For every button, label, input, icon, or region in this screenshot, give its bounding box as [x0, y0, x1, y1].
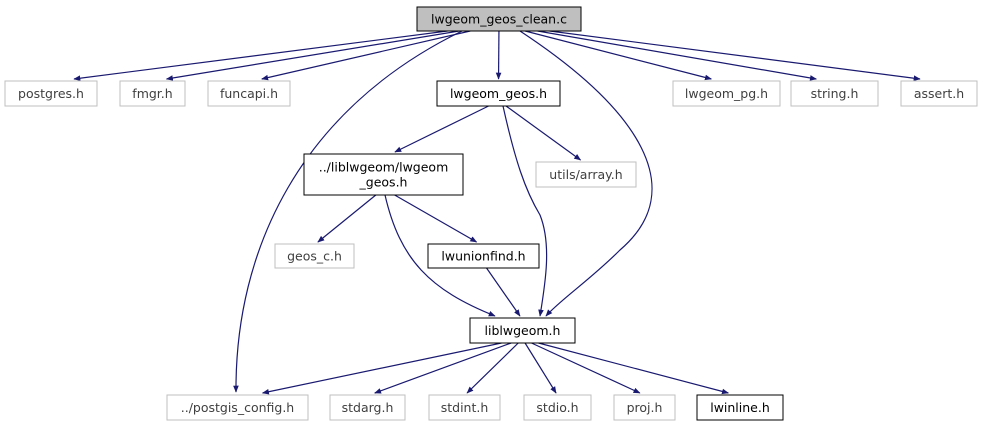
node-box-lwinline [696, 394, 784, 421]
node-box-string [790, 80, 879, 107]
node-box-proj [613, 394, 676, 421]
edge-liblwgeom-to-proj [531, 342, 641, 394]
node-lwgeom_pg: lwgeom_pg.h [672, 80, 781, 107]
edge-root-to-string [537, 30, 817, 81]
node-label-postgis_config: ../postgis_config.h [181, 400, 294, 415]
node-box-lwunionfind [427, 243, 540, 269]
edge-liblwgeom_geos-to-liblwgeom [384, 194, 496, 317]
edge-liblwgeom_geos-to-geos_c [317, 194, 377, 243]
node-lwinline[interactable]: lwinline.h [696, 394, 784, 421]
node-box-utils_array [535, 161, 637, 188]
edge-root-to-fmgr [165, 30, 460, 81]
node-label-root: lwgeom_geos_clean.c [431, 12, 567, 27]
node-box-lwgeom_pg [672, 80, 781, 107]
node-liblwgeom_geos[interactable]: ../liblwgeom/lwgeom_geos.h [303, 153, 464, 196]
edge-root-to-funcapi [261, 30, 471, 81]
node-string: string.h [790, 80, 879, 107]
node-lwunionfind[interactable]: lwunionfind.h [427, 243, 540, 269]
node-label-postgres: postgres.h [18, 86, 84, 101]
node-label-assert: assert.h [914, 86, 964, 101]
edge-liblwgeom-to-postgis_config [261, 342, 502, 395]
node-label-lwgeom_pg: lwgeom_pg.h [685, 86, 768, 101]
node-box-assert [900, 80, 978, 107]
node-box-stdarg [329, 394, 406, 421]
edge-liblwgeom_geos-to-lwunionfind [394, 194, 478, 243]
edge-liblwgeom-to-stdarg [374, 342, 512, 394]
node-label-liblwgeom_geos-line2: _geos.h [359, 175, 408, 190]
node-label-lwgeom_geos: lwgeom_geos.h [450, 86, 547, 101]
dependency-edges [73, 30, 921, 395]
edge-liblwgeom-to-stdint [466, 342, 519, 394]
edge-liblwgeom-to-lwinline [538, 342, 729, 395]
node-liblwgeom[interactable]: liblwgeom.h [469, 317, 576, 344]
node-label-liblwgeom: liblwgeom.h [485, 323, 561, 338]
node-fmgr: fmgr.h [119, 80, 186, 107]
node-assert: assert.h [900, 80, 978, 107]
node-box-liblwgeom_geos [303, 153, 464, 196]
node-label-utils_array: utils/array.h [549, 167, 622, 182]
node-box-stdio [523, 394, 592, 421]
edge-root-to-assert [549, 30, 921, 81]
node-utils_array: utils/array.h [535, 161, 637, 188]
node-lwgeom_geos[interactable]: lwgeom_geos.h [436, 80, 561, 107]
node-box-fmgr [119, 80, 186, 107]
node-box-root [416, 6, 582, 32]
edge-root-to-postgres [73, 30, 448, 81]
node-box-postgres [4, 80, 98, 107]
file-nodes: lwgeom_geos_clean.c postgres.h fmgr.h funca… [4, 6, 978, 421]
node-label-stdint: stdint.h [441, 400, 489, 415]
node-funcapi: funcapi.h [207, 80, 291, 107]
node-label-lwinline: lwinline.h [710, 400, 770, 415]
node-postgres: postgres.h [4, 80, 98, 107]
node-label-lwunionfind: lwunionfind.h [441, 249, 525, 264]
edge-root-to-lwgeom_pg [524, 30, 712, 81]
edge-lwgeom_geos-to-liblwgeom_geos [394, 105, 489, 153]
node-box-stdint [428, 394, 501, 421]
node-label-string: string.h [811, 86, 859, 101]
edge-root-to-liblwgeom [519, 30, 653, 317]
node-stdint: stdint.h [428, 394, 501, 421]
node-geos_c: geos_c.h [274, 243, 355, 269]
node-label-funcapi: funcapi.h [220, 86, 278, 101]
edge-root-to-postgis_config [233, 30, 463, 393]
edge-lwunionfind-to-liblwgeom [486, 267, 521, 317]
node-postgis_config: ../postgis_config.h [166, 394, 309, 421]
node-box-funcapi [207, 80, 291, 107]
node-label-stdio: stdio.h [536, 400, 578, 415]
node-stdio: stdio.h [523, 394, 592, 421]
node-label-stdarg: stdarg.h [342, 400, 394, 415]
node-label-fmgr: fmgr.h [132, 86, 172, 101]
node-stdarg: stdarg.h [329, 394, 406, 421]
node-box-postgis_config [166, 394, 309, 421]
node-root[interactable]: lwgeom_geos_clean.c [416, 6, 582, 32]
node-box-geos_c [274, 243, 355, 269]
node-label-proj: proj.h [627, 400, 663, 415]
node-box-liblwgeom [469, 317, 576, 344]
node-proj: proj.h [613, 394, 676, 421]
edge-liblwgeom-to-stdio [524, 342, 557, 394]
node-label-geos_c: geos_c.h [287, 249, 342, 264]
node-label-liblwgeom_geos: ../liblwgeom/lwgeom [319, 160, 449, 175]
edge-lwgeom_geos-to-liblwgeom [502, 105, 548, 317]
node-box-lwgeom_geos [436, 80, 561, 107]
edge-lwgeom_geos-to-utils_array [505, 105, 582, 161]
